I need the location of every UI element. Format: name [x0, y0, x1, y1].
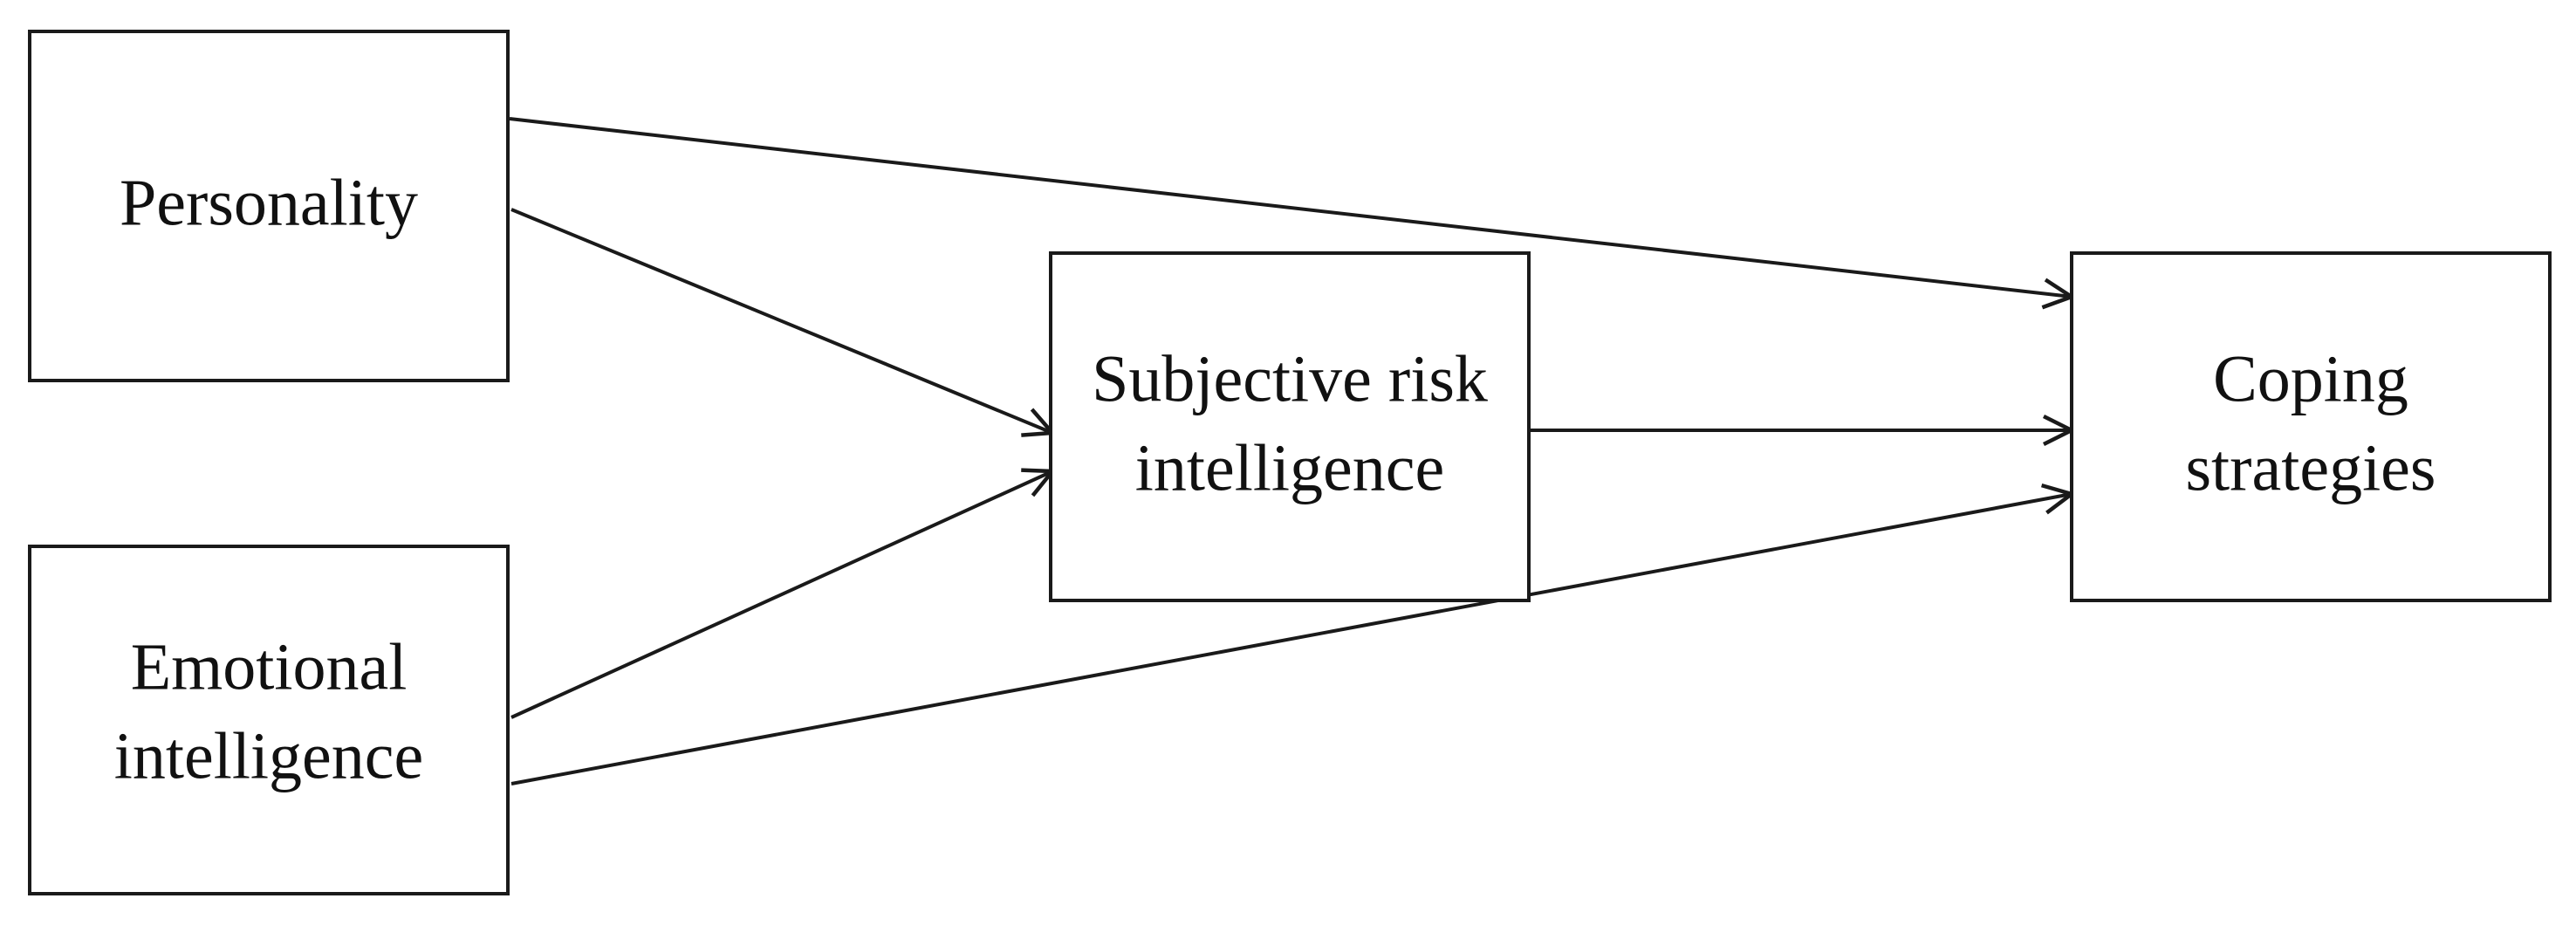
node-label-line-1: Subjective risk	[1092, 342, 1488, 415]
node-label-line-2: intelligence	[1135, 431, 1445, 504]
node-coping-strategies: Coping strategies	[2070, 251, 2552, 602]
arrow-personality-to-coping	[509, 117, 2072, 297]
node-subjective-risk-intelligence: Subjective risk intelligence	[1049, 251, 1531, 602]
node-label-line-2: intelligence	[114, 719, 424, 792]
node-label-line-1: Emotional	[131, 630, 408, 703]
node-box	[1049, 251, 1531, 602]
node-box	[2070, 251, 2552, 602]
node-label-line-2: strategies	[2185, 431, 2436, 504]
node-label: Personality	[120, 166, 418, 239]
node-personality: Personality	[28, 30, 510, 382]
arrow-emotional-to-coping	[510, 494, 2072, 785]
node-box	[28, 545, 510, 895]
edges	[509, 117, 2072, 785]
node-box	[28, 30, 510, 382]
arrow-personality-to-subjective-risk	[510, 208, 1052, 433]
node-emotional-intelligence: Emotional intelligence	[28, 545, 510, 895]
arrow-emotional-to-subjective-risk	[510, 471, 1052, 719]
node-label-line-1: Coping	[2213, 342, 2408, 415]
